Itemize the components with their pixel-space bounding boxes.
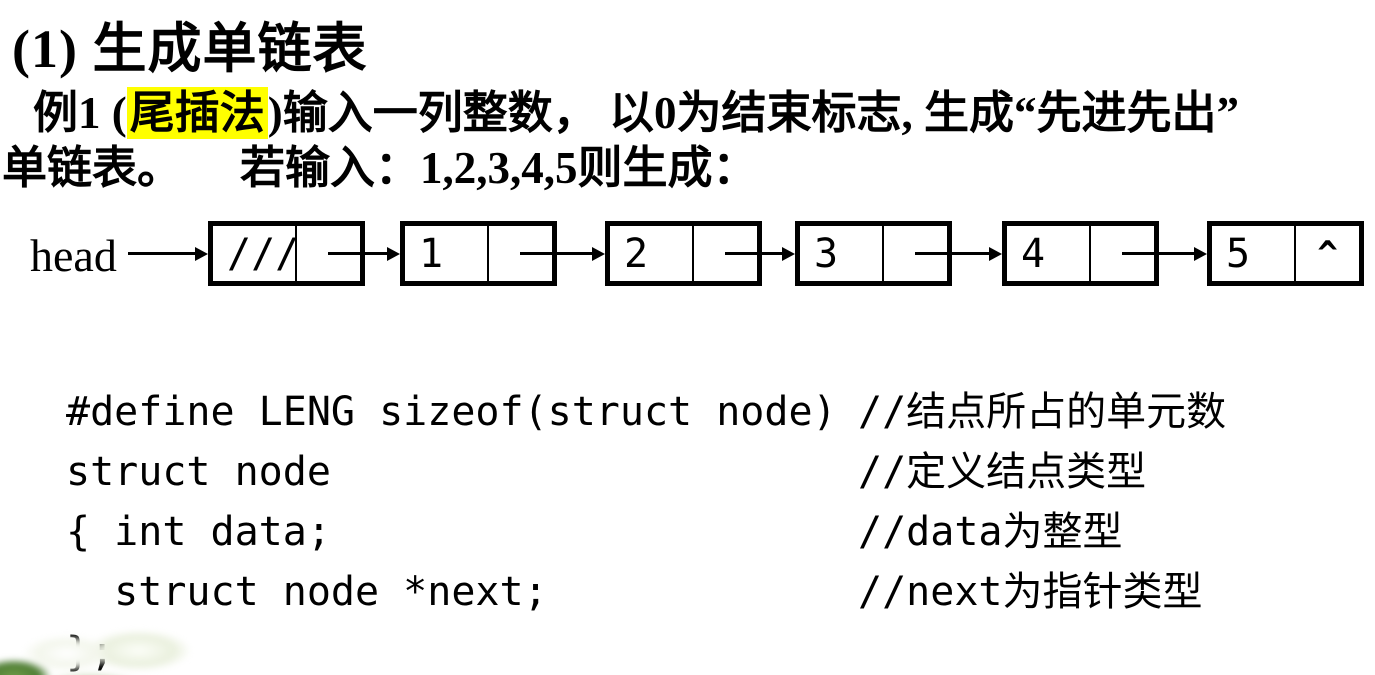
example-text-line2: 单链表。 若输入：1,2,3,4,5则生成： xyxy=(2,131,1375,196)
code-block: #define LENG sizeof(struct node) //结点所占的单… xyxy=(66,382,1226,675)
node-pointer-cell xyxy=(882,226,947,281)
page-title: (1) 生成单链表 xyxy=(12,19,368,79)
code-text: { int data; xyxy=(66,509,331,555)
code-line: }; xyxy=(66,622,1226,675)
code-line: #define LENG sizeof(struct node) //结点所占的单… xyxy=(66,382,1226,442)
node-data-cell: 1 xyxy=(419,230,444,277)
node-pointer-cell xyxy=(487,226,552,281)
node-null-marker: ^ xyxy=(1294,226,1359,281)
node-data-cell: /// xyxy=(227,230,300,277)
node-data-cell: 3 xyxy=(814,230,839,277)
head-arrow xyxy=(128,246,208,261)
node-data-cell: 2 xyxy=(624,230,649,277)
next-pointer-arrow xyxy=(725,246,795,261)
node-data-cell: 4 xyxy=(1021,230,1046,277)
code-text: struct node xyxy=(66,449,331,495)
example-text-prefix: 例1 ( xyxy=(33,88,127,138)
code-text: #define LENG sizeof(struct node) xyxy=(66,389,837,435)
code-line: { int data; //data为整型 xyxy=(66,502,1226,562)
flower-clipart-image xyxy=(0,624,230,675)
highlight-mark-tail-insertion: 尾插法 xyxy=(126,87,268,139)
code-comment: //结点所占的单元数 xyxy=(858,389,1227,435)
example-text-line1: 例1 (尾插法)输入一列整数， 以0为结束标志, 生成“先进先出” xyxy=(33,76,1239,141)
code-comment: //next为指针类型 xyxy=(858,569,1203,615)
code-comment: //定义结点类型 xyxy=(858,449,1147,495)
node-pointer-cell xyxy=(295,226,360,281)
node-data-cell: 5 xyxy=(1226,230,1251,277)
example-text-suffix: )输入一列整数， 以0为结束标志, 生成“先进先出” xyxy=(267,88,1240,138)
node-pointer-cell xyxy=(692,226,757,281)
code-comment: //data为整型 xyxy=(858,509,1123,555)
example-text-part2: 若输入：1,2,3,4,5则生成： xyxy=(240,143,758,193)
next-pointer-arrow xyxy=(520,246,605,261)
code-text: struct node *next; xyxy=(66,569,548,615)
head-pointer-label: head xyxy=(30,230,117,281)
list-node: 5^ xyxy=(1207,221,1364,286)
next-pointer-arrow xyxy=(915,246,1002,261)
next-pointer-arrow xyxy=(328,246,400,261)
code-line: struct node //定义结点类型 xyxy=(66,442,1226,502)
node-pointer-cell xyxy=(1089,226,1154,281)
code-line: struct node *next; //next为指针类型 xyxy=(66,562,1226,622)
next-pointer-arrow xyxy=(1122,246,1207,261)
example-text-part1: 单链表。 xyxy=(2,143,183,193)
